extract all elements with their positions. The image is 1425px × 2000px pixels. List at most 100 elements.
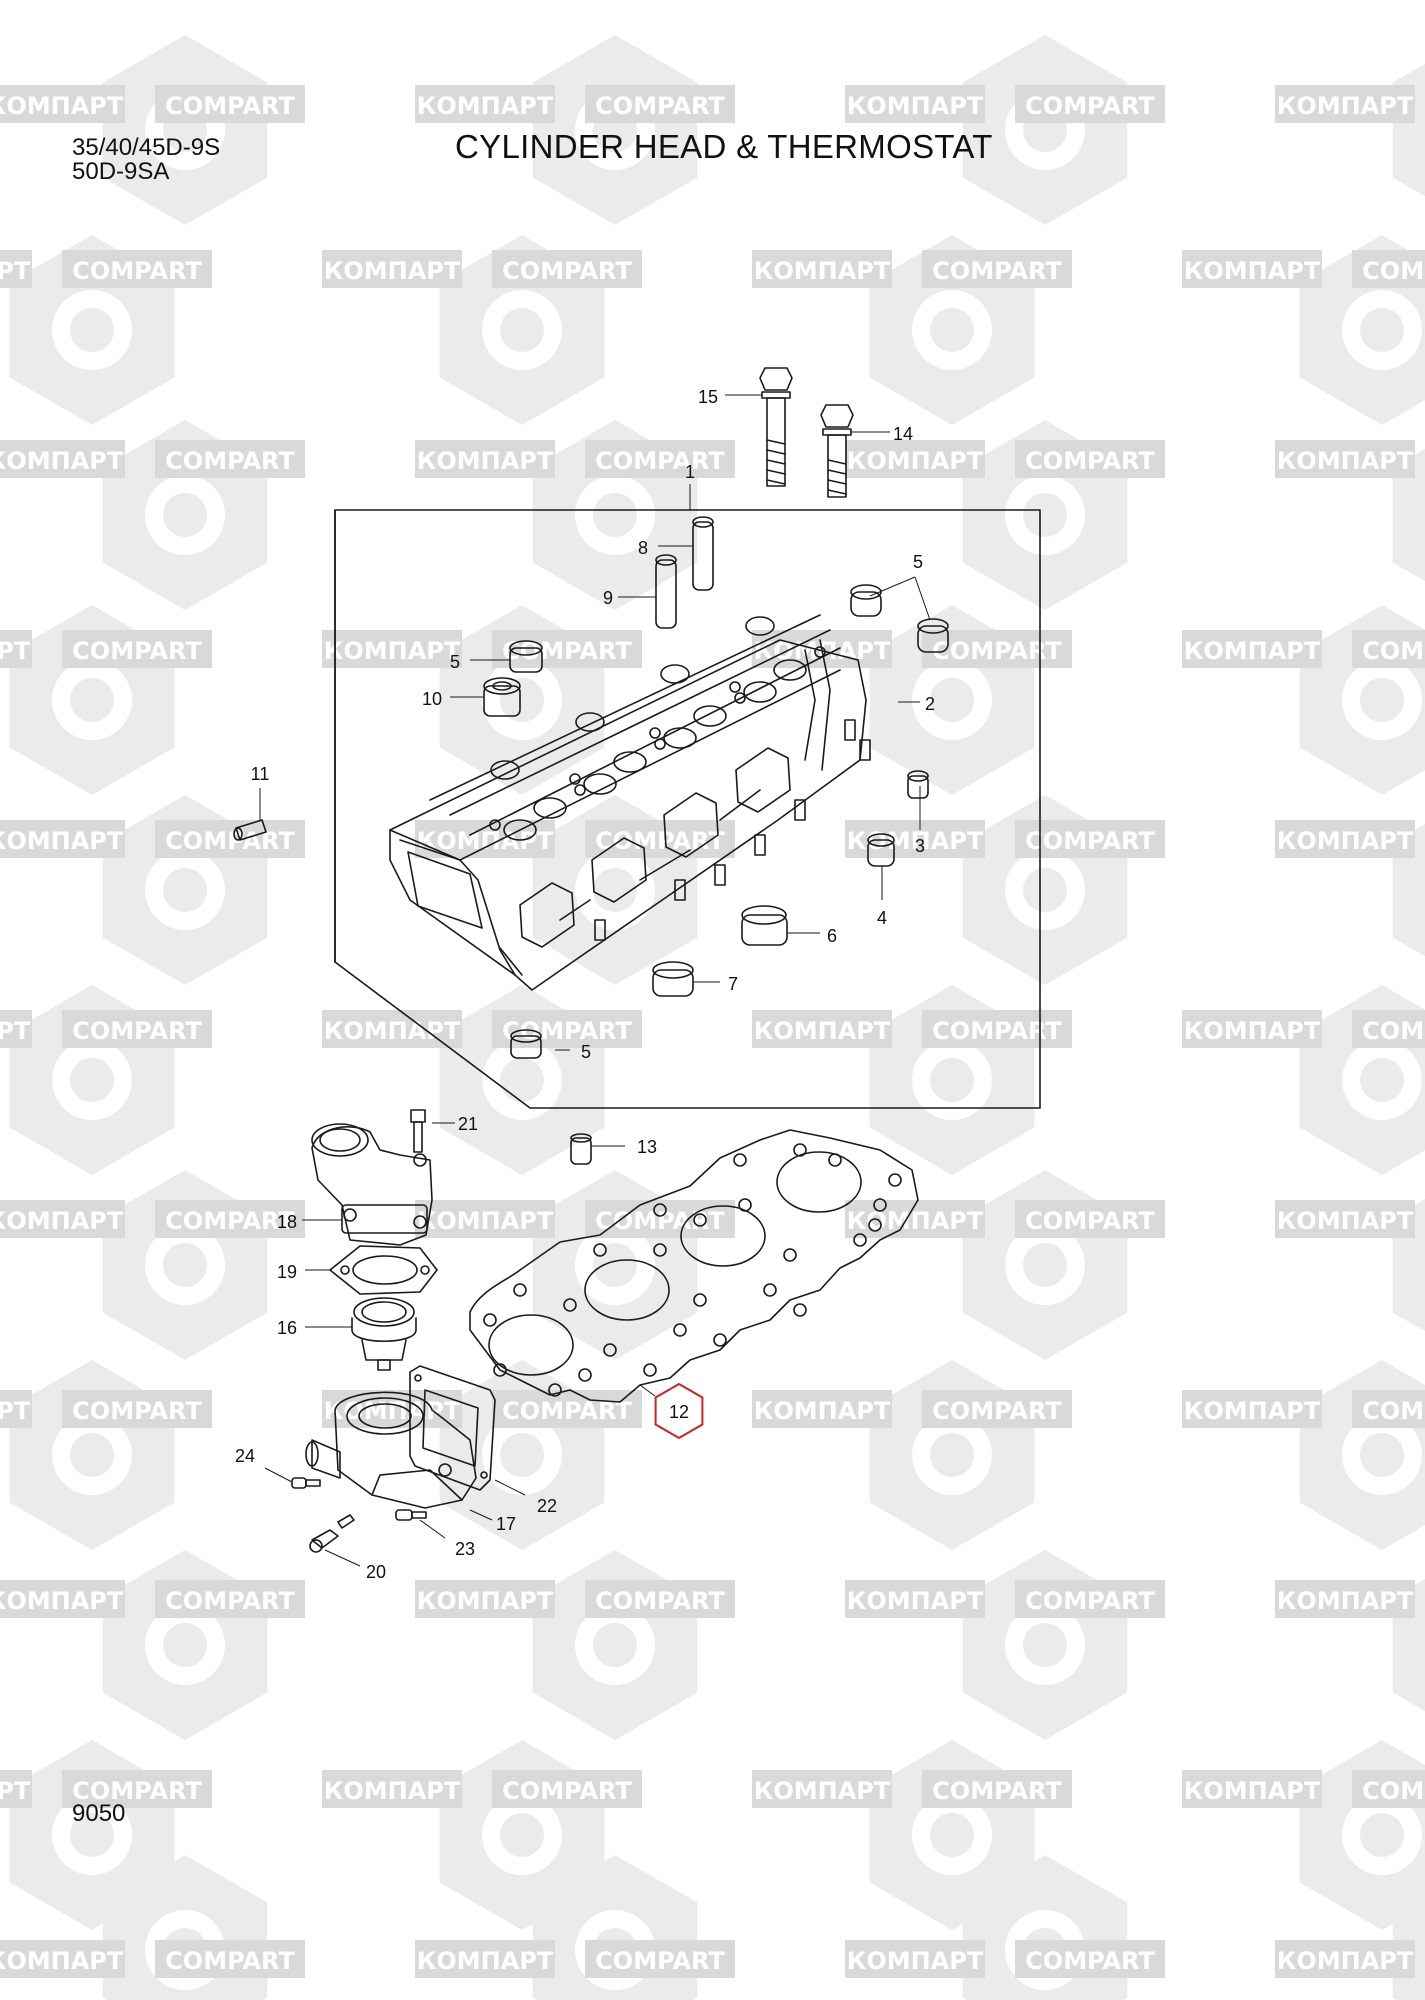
seal-10-top (483, 677, 521, 695)
gasket-12-water-hole (563, 1298, 577, 1312)
watermark-text-cyrillic: КОМПАРТ (1277, 1587, 1414, 1615)
watermark-core (500, 678, 544, 722)
callout-label-5b: 5 (450, 652, 460, 672)
watermark-banner (1015, 85, 1165, 123)
watermark-banner (155, 1580, 305, 1618)
page-title: CYLINDER HEAD & THERMOSTAT (455, 128, 993, 165)
gasket-19 (329, 1245, 438, 1295)
bolt-21-shank (413, 1121, 423, 1153)
watermark-text-latin: COMPART (72, 257, 202, 285)
watermark-core (593, 1243, 637, 1287)
watermark-text-cyrillic: КОМПАРТ (417, 1207, 554, 1235)
watermark-text-latin: COMPART (932, 637, 1062, 665)
watermark-banner (155, 85, 305, 123)
head-stud (594, 919, 606, 941)
valve-seat (693, 705, 727, 727)
gasket-12-water-hole (643, 1363, 657, 1377)
watermark-text-latin: COMPART (502, 1017, 632, 1045)
watermark-text-latin: COMPART (932, 1017, 1062, 1045)
gasket-12-bore (776, 1151, 862, 1213)
watermark-core (593, 493, 637, 537)
watermark-text-cyrillic: КОМПАРТ (847, 1947, 984, 1975)
watermark-core (500, 1433, 544, 1477)
lower-ports (499, 789, 761, 976)
watermark-banner (585, 440, 735, 478)
dowel-pin-8 (692, 521, 714, 591)
watermark-banner (415, 85, 555, 123)
case-17-boss (438, 1463, 452, 1477)
watermark-banner (322, 630, 462, 668)
callout-label-13: 13 (637, 1137, 657, 1157)
watermark-banner (845, 85, 985, 123)
gasket-19-bolt-hole (340, 1265, 350, 1275)
watermark-text-latin: COMPART (595, 92, 725, 120)
watermark-banner (322, 250, 462, 288)
watermark-banner (0, 1580, 125, 1618)
housing-18-boss (413, 1215, 427, 1229)
watermark-text-cyrillic: КОМПАРТ (0, 637, 31, 665)
watermark-banner (62, 630, 212, 668)
valve-seat (533, 797, 567, 819)
cup-7-top (652, 961, 694, 979)
watermark-core (930, 678, 974, 722)
watermark-banner (492, 1010, 642, 1048)
watermark-text-cyrillic: КОМПАРТ (417, 827, 554, 855)
gasket-12-water-hole (483, 1313, 497, 1327)
watermark-banner (0, 630, 32, 668)
case-17-bore-inner (358, 1403, 412, 1429)
dowel-pin-9-top (655, 554, 677, 566)
watermark-text-latin: COMPART (72, 637, 202, 665)
leader-20 (324, 1549, 361, 1567)
spring-seat (490, 760, 520, 780)
watermark-core (1023, 1623, 1067, 1667)
watermark-banner (415, 1580, 555, 1618)
watermark-banner (585, 820, 735, 858)
cup-7 (652, 969, 694, 997)
watermark-banner (1182, 630, 1322, 668)
leader-lines (259, 394, 931, 1567)
case-17-bore (346, 1397, 424, 1435)
watermark-text-cyrillic: КОМПАРТ (1277, 827, 1414, 855)
watermark-banner (1182, 250, 1322, 288)
housing-18-outlet (311, 1123, 369, 1157)
callout-label-20: 20 (366, 1562, 386, 1582)
bolt-14-head (820, 404, 854, 428)
gasket-12-water-hole (763, 1283, 777, 1297)
watermark-banner (0, 85, 125, 123)
watermark-banner (1275, 1940, 1415, 1978)
housing-18-boss (343, 1208, 357, 1222)
watermark-text-cyrillic: КОМПАРТ (847, 447, 984, 475)
watermark-text-cyrillic: КОМПАРТ (847, 1587, 984, 1615)
thermostat-case-17 (334, 1391, 477, 1509)
bolt-hole (654, 738, 666, 750)
plug-5-a (850, 591, 882, 617)
bolt-14-thread (827, 459, 847, 495)
watermark-core (1023, 1243, 1067, 1287)
watermark-text-cyrillic: КОМПАРТ (754, 1777, 891, 1805)
callout-label-5a: 5 (913, 552, 923, 572)
cylinder-head-front-edge (389, 829, 516, 976)
watermark-text-cyrillic: КОМПАРТ (754, 1397, 891, 1425)
dowel-pin-8-top (692, 516, 714, 528)
watermark-banner (62, 1770, 212, 1808)
plug-5-b (917, 625, 949, 653)
callout-label-21: 21 (458, 1114, 478, 1134)
model-number-line-2: 50D-9SA (72, 158, 170, 185)
bolt-hole (574, 784, 586, 796)
gasket-12-bore (680, 1205, 766, 1267)
plug-5-a-top (850, 584, 882, 600)
bolt-14-shank (827, 434, 847, 498)
callout-label-15: 15 (698, 387, 718, 407)
cup-6 (741, 914, 788, 946)
watermark-text-latin: COMPART (1025, 1587, 1155, 1615)
watermark-banner (155, 820, 305, 858)
watermark-hexagon (1392, 1198, 1425, 1332)
watermark-core (930, 1058, 974, 1102)
callout-label-2: 2 (925, 694, 935, 714)
watermark-banner (1352, 1390, 1425, 1428)
watermark-banner (322, 1770, 462, 1808)
exhaust-port (591, 837, 647, 903)
plug-3 (907, 775, 929, 799)
watermark-text-cyrillic: КОМПАРТ (324, 1397, 461, 1425)
watermark-core (593, 868, 637, 912)
